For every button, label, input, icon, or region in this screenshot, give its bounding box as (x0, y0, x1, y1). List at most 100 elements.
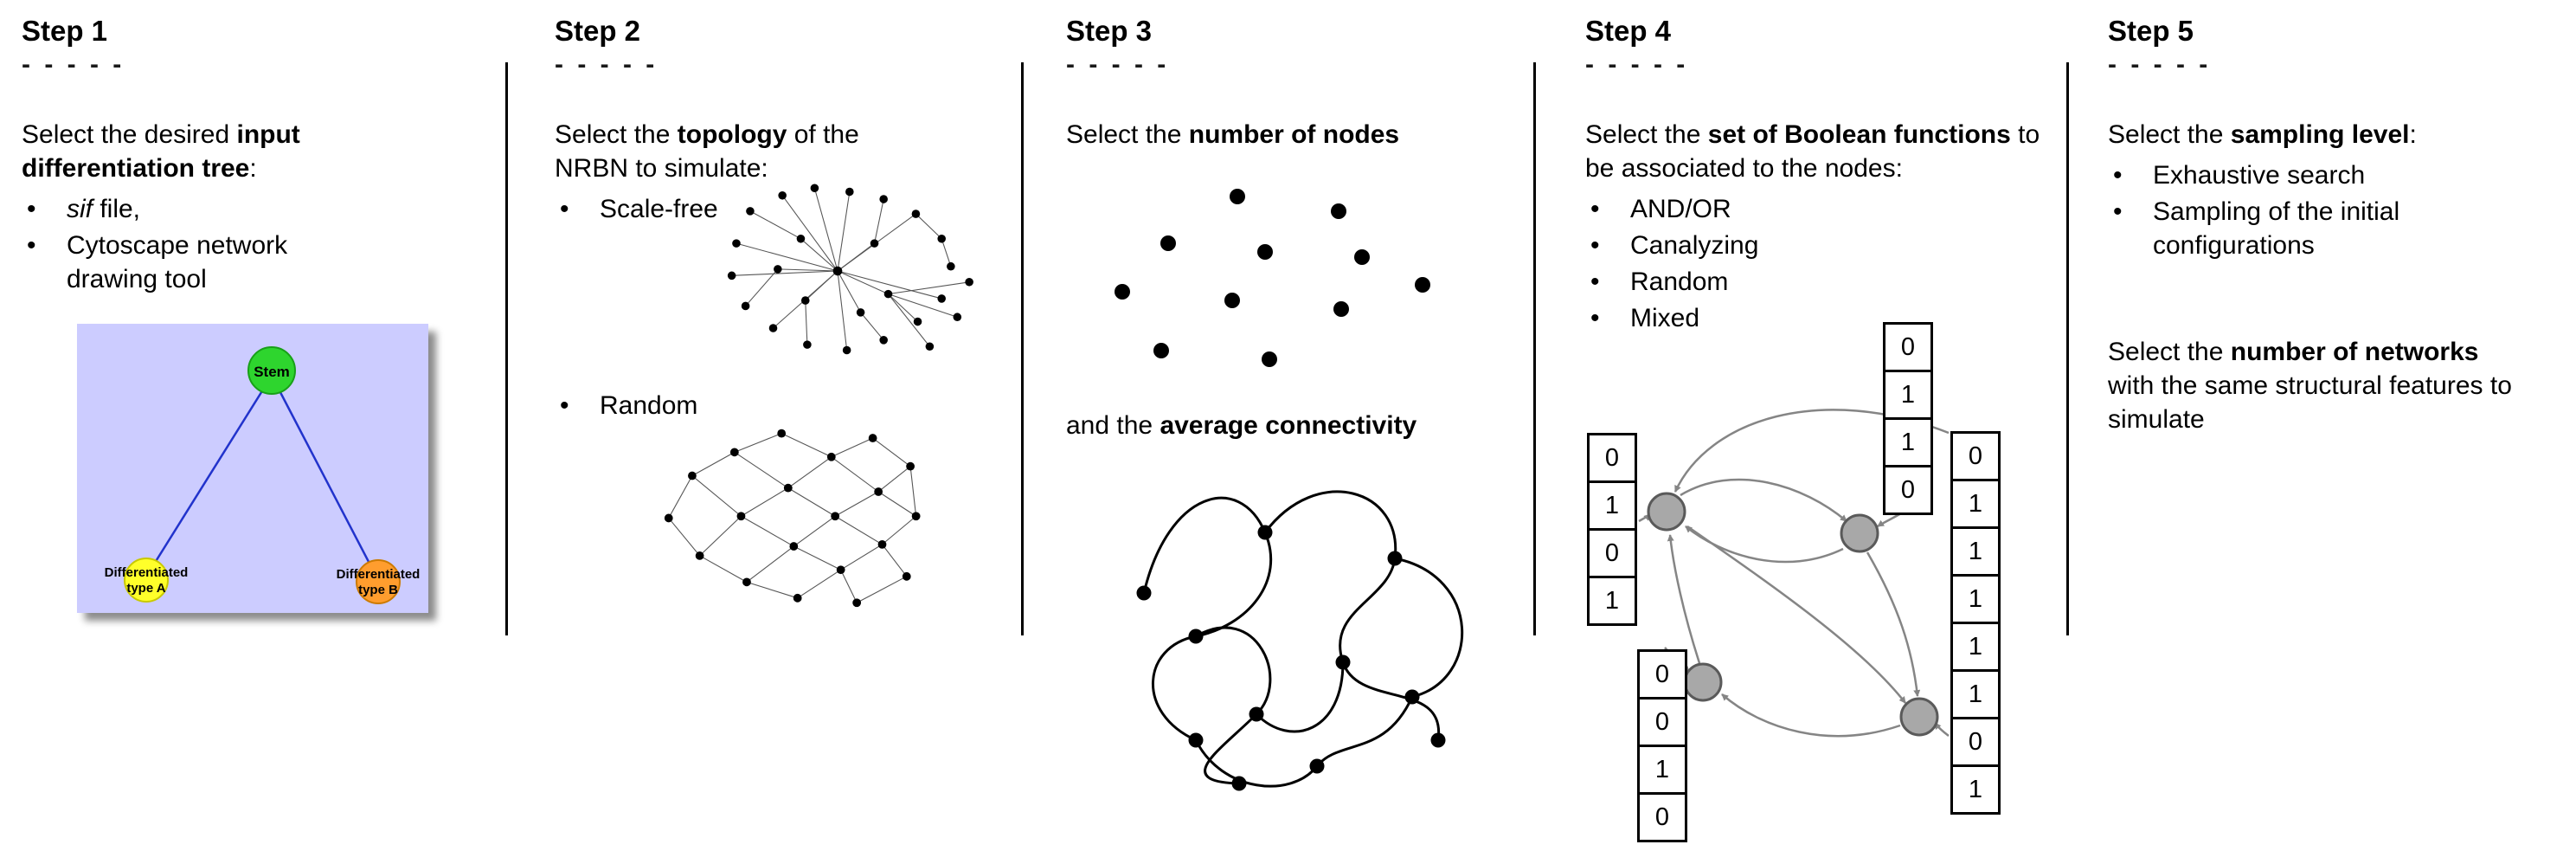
truth-table-cell: 0 (1637, 649, 1687, 699)
intro-pre: Select the (555, 119, 678, 149)
truth-table-cell: 1 (1883, 417, 1933, 467)
step-1-intro: Select the desired input differentiation… (22, 118, 385, 185)
type-b-label-line2: type B (358, 583, 398, 597)
intro-bold: input differentiation tree (22, 119, 300, 183)
list-item: Canalyzing (1585, 229, 2061, 262)
differentiation-tree-figure: Stem Differentiated type A Differentiate… (77, 323, 428, 613)
intro-bold: sampling level (2230, 119, 2410, 149)
stem-node (247, 345, 296, 395)
list-item: Random (555, 389, 1007, 422)
intro-pre: Select the (1066, 119, 1189, 149)
list-item: Mixed (1585, 301, 2061, 335)
step-2-dashes: - - - - - (555, 49, 658, 79)
step-5-intro: Select the sampling level: (2108, 118, 2564, 152)
truth-table-cell: 1 (1587, 576, 1637, 626)
bullet-text: file, (93, 194, 141, 223)
truth-table-cell: 1 (1637, 745, 1687, 795)
dot-nodes (1115, 188, 1430, 367)
truth-table-cell: 1 (1883, 370, 1933, 420)
step-5-column: Step 5 - - - - - Select the sampling lev… (2068, 0, 2576, 851)
bullet-text: Canalyzing (1630, 230, 1759, 260)
connectivity-tangle-figure (1136, 490, 1464, 791)
bullet-text: Cytoscape network drawing tool (67, 230, 288, 293)
step-5-bullets: Exhaustive search Sampling of the initia… (2108, 158, 2564, 262)
nodes-dots-figure (1115, 188, 1430, 367)
step-4-title: Step 4 (1585, 15, 1672, 47)
column-divider (2066, 62, 2069, 635)
type-a-label-line1: Differentiated (105, 565, 189, 580)
step-3-intro: Select the number of nodes (1066, 118, 1519, 152)
intro-bold: number of nodes (1188, 119, 1400, 149)
bullet-text: Sampling of the initial configurations (2153, 197, 2400, 260)
step-3-column: Step 3 - - - - - Select the number of no… (1023, 0, 1535, 851)
network-nodes (664, 429, 921, 608)
stem-node-label: Stem (254, 364, 290, 380)
type-b-label-line1: Differentiated (337, 567, 421, 582)
step-4-bullets: AND/OR Canalyzing Random Mixed (1585, 192, 2061, 335)
bullet-text: AND/OR (1630, 194, 1731, 223)
intro-post: of the NRBN to simulate: (555, 119, 859, 183)
step-5-dashes: - - - - - (2108, 49, 2212, 79)
scale-free-network-figure (727, 184, 973, 355)
text-pre: and the (1066, 410, 1160, 440)
truth-table-cell: 1 (1950, 479, 2001, 529)
step-2-column: Step 2 - - - - - Select the topology of … (506, 0, 1023, 851)
truth-table-cell: 1 (1587, 480, 1637, 531)
list-item: Sampling of the initial configurations (2108, 195, 2464, 262)
step-2-intro: Select the topology of the NRBN to simul… (555, 118, 935, 185)
step-1-bullets: sif file, Cytoscape network drawing tool (22, 192, 482, 296)
bullet-text: Random (1630, 267, 1729, 296)
truth-table-cell: 0 (1587, 528, 1637, 578)
step-3-title: Step 3 (1066, 15, 1153, 47)
list-item: Cytoscape network drawing tool (22, 229, 352, 296)
step-5-title: Step 5 (2108, 15, 2194, 47)
truth-table-cell: 1 (1950, 622, 2001, 672)
step-5-second-text: Select the number of networks with the s… (2108, 335, 2523, 436)
column-divider (505, 62, 508, 635)
intro-post: : (249, 153, 257, 183)
type-a-label-line2: type A (126, 581, 165, 596)
truth-table-cell: 0 (1950, 431, 2001, 481)
type-b-node (356, 558, 401, 604)
network-nodes (727, 184, 973, 355)
bullet-text: Random (600, 390, 698, 420)
step-1-title: Step 1 (22, 15, 108, 47)
step-1-column: Step 1 - - - - - Select the desired inpu… (0, 0, 506, 851)
boolean-network-nodes (1647, 492, 1939, 737)
network-edges (668, 433, 917, 603)
bullet-text: Exhaustive search (2153, 160, 2366, 190)
truth-table-cell: 1 (1950, 526, 2001, 577)
bullet-italic-text: sif (67, 194, 93, 223)
intro-pre: Select the desired (22, 119, 237, 149)
tree-edges (145, 374, 380, 581)
boolean-node-4 (1899, 697, 1939, 737)
list-item: Random (1585, 265, 2061, 299)
network-edges (731, 188, 970, 351)
tangle-nodes (1136, 525, 1446, 791)
boolean-node-1 (1647, 492, 1686, 532)
intro-pre: Select the (2108, 119, 2231, 149)
truth-table-cell: 0 (1950, 717, 2001, 767)
intro-pre: Select the (1585, 119, 1708, 149)
text-pre: Select the (2108, 337, 2231, 366)
text-post: with the same structural features to sim… (2108, 371, 2512, 434)
text-bold: number of networks (2230, 337, 2479, 366)
truth-table-cell: 0 (1587, 433, 1637, 483)
truth-table-cell: 0 (1883, 465, 1933, 515)
truth-table-cell: 0 (1637, 792, 1687, 842)
truth-table-cell: 0 (1883, 322, 1933, 372)
boolean-node-3 (1683, 662, 1723, 702)
step-4-intro: Select the set of Boolean functions to b… (1585, 118, 2061, 185)
intro-bold: topology (677, 119, 787, 149)
truth-table-cell: 1 (1950, 574, 2001, 624)
step-3-second-text: and the average connectivity (1066, 409, 1519, 442)
intro-bold: set of Boolean functions (1707, 119, 2011, 149)
step-4-dashes: - - - - - (1585, 49, 1689, 79)
boolean-node-2 (1840, 513, 1879, 553)
step-4-column: Step 4 - - - - - Select the set of Boole… (1535, 0, 2068, 851)
truth-table-cell: 0 (1637, 697, 1687, 747)
step-3-dashes: - - - - - (1066, 49, 1170, 79)
step-1-dashes: - - - - - (22, 49, 125, 79)
